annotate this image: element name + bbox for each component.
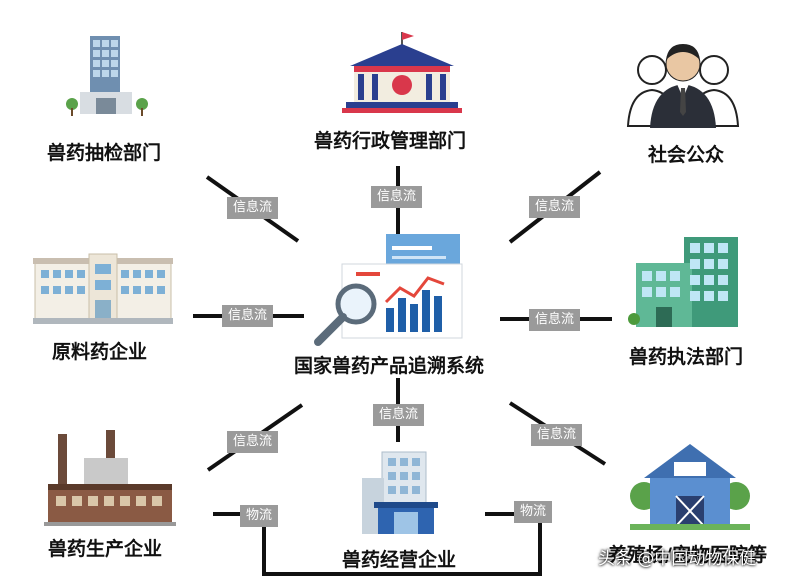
- raw-material-enterprise-label: 原料药企业: [52, 341, 148, 363]
- inspection-dept-label: 兽药抽检部门: [47, 142, 162, 164]
- producer-enterprise-label: 兽药生产企业: [48, 538, 163, 560]
- raw-material-building-icon: [33, 253, 173, 324]
- law-enforcement-dept-label: 兽药执法部门: [629, 346, 744, 368]
- info-flow-tag-farm: 信息流: [531, 424, 583, 446]
- traceability-system-icon: [314, 234, 463, 346]
- info-flow-tag-inspection: 信息流: [227, 197, 279, 219]
- logistics-tag-right: 物流: [514, 501, 553, 523]
- admin-dept-label: 兽药行政管理部门: [314, 130, 467, 152]
- farm-pet-hospital-label: 养殖场/宠物医院等: [608, 544, 767, 566]
- public-label: 社会公众: [648, 144, 725, 166]
- info-flow-tag-public: 信息流: [529, 196, 581, 218]
- distributor-store-icon: [362, 451, 438, 534]
- info-flow-tag-admin: 信息流: [371, 186, 423, 208]
- factory-icon: [44, 430, 176, 526]
- info-flow-tag-distributor: 信息流: [373, 404, 425, 426]
- government-building-icon: [342, 32, 462, 113]
- inspection-building-icon: [66, 36, 148, 116]
- info-flow-tag-producer: 信息流: [227, 431, 279, 453]
- info-flow-tag-raw-material: 信息流: [222, 305, 274, 327]
- law-enforcement-building-icon: [628, 237, 738, 327]
- traceability-system-label: 国家兽药产品追溯系统: [294, 355, 485, 377]
- public-people-icon: [626, 44, 740, 128]
- distributor-enterprise-label: 兽药经营企业: [342, 549, 457, 571]
- info-flow-tag-law-enforcement: 信息流: [529, 309, 581, 331]
- watermark: 头条 @中国动物保健: [598, 549, 757, 569]
- farm-barn-icon: [630, 444, 750, 530]
- logistics-tag-left: 物流: [240, 505, 279, 527]
